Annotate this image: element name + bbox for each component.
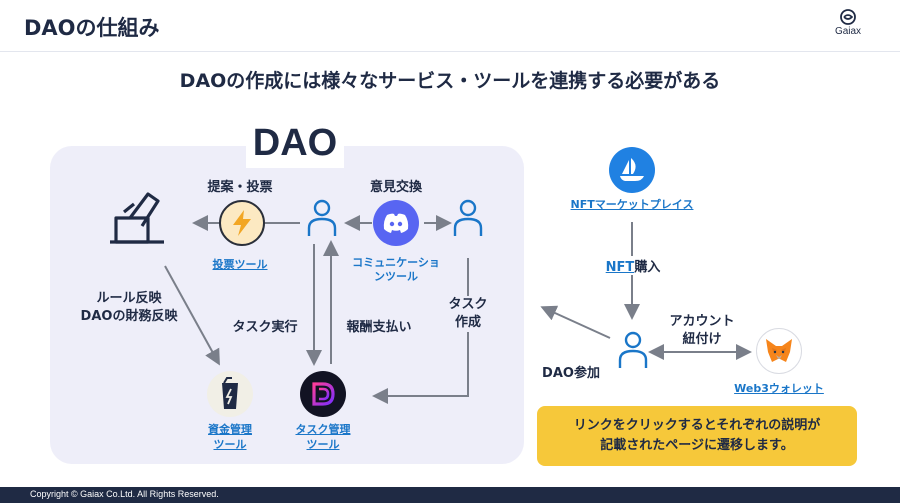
slide-subtitle: DAOの作成には様々なサービス・ツールを連携する必要がある xyxy=(179,70,721,92)
task-d-icon xyxy=(312,382,335,406)
lightning-icon xyxy=(233,210,251,236)
arrow-dao-join xyxy=(540,305,611,339)
fund-tool-link[interactable]: 資金管理 ツール xyxy=(190,422,270,452)
gaiax-logo-icon xyxy=(840,9,856,25)
web3-wallet-link[interactable]: Web3ウォレット xyxy=(734,382,824,395)
person-icon xyxy=(307,199,337,236)
rule-reflect-label: ルール反映 DAOの財務反映 xyxy=(64,290,194,326)
task-tool-link-line1[interactable]: タスク管理 xyxy=(295,423,351,436)
dao-join-label: DAO参加 xyxy=(542,366,600,381)
footer-bar: Copyright © Gaiax Co.Ltd. All Rights Res… xyxy=(0,487,900,503)
communication-tool-link-text[interactable]: コミュニケーションツール xyxy=(352,256,440,283)
nft-buy-label: NFT購入 xyxy=(598,256,668,275)
account-link-label: アカウント 紐付け xyxy=(660,313,744,349)
instruction-note: リンクをクリックするとそれぞれの説明が 記載されたページに遷移します。 xyxy=(537,406,857,466)
note-line1: リンクをクリックするとそれぞれの説明が xyxy=(573,418,821,433)
voting-tool-link[interactable]: 投票ツール xyxy=(212,258,268,271)
copyright-text: Copyright © Gaiax Co.Ltd. All Rights Res… xyxy=(30,489,219,499)
task-tool-icon[interactable] xyxy=(300,371,346,417)
metamask-fox-icon xyxy=(766,339,792,362)
task-exec-label: タスク実行 xyxy=(232,320,298,335)
dao-title-background xyxy=(246,124,344,168)
ballot-box-icon xyxy=(110,192,164,244)
reward-label: 報酬支払い xyxy=(346,320,412,335)
logo-text: Gaiax xyxy=(834,26,862,37)
task-tool-link-line2[interactable]: ツール xyxy=(306,438,340,451)
wallet-cup-icon xyxy=(222,377,238,409)
page-title: DAOの仕組み xyxy=(24,16,160,40)
task-tool-link[interactable]: タスク管理 ツール xyxy=(283,422,363,452)
person-icon xyxy=(618,331,648,368)
header-bar: DAOの仕組み Gaiax xyxy=(0,0,900,52)
task-create-label: タスク 作成 xyxy=(436,296,500,332)
arrow-rule-reflect xyxy=(164,265,220,366)
fund-tool-link-line2[interactable]: ツール xyxy=(213,438,247,451)
account-link-line2: 紐付け xyxy=(682,332,722,347)
gaiax-logo: Gaiax xyxy=(826,8,870,46)
fund-tool-link-line1[interactable]: 資金管理 xyxy=(208,423,252,436)
rule-reflect-line1: ルール反映 xyxy=(96,291,162,306)
nft-buy-suffix: 購入 xyxy=(634,260,661,275)
communication-tool-link[interactable]: コミュニケーションツール xyxy=(334,256,458,284)
note-line2: 記載されたページに遷移します。 xyxy=(600,438,794,453)
opinion-exchange-label: 意見交換 xyxy=(369,180,422,195)
rule-reflect-line2: DAOの財務反映 xyxy=(80,309,178,324)
task-create-line2: 作成 xyxy=(454,315,481,330)
person-icon xyxy=(453,199,483,236)
account-link-line1: アカウント xyxy=(669,314,735,329)
nft-marketplace-link[interactable]: NFTマーケットプレイス xyxy=(570,198,694,211)
task-create-line1: タスク xyxy=(448,297,488,312)
dao-title: DAO xyxy=(252,122,338,164)
opensea-ship-icon xyxy=(620,158,644,181)
discord-glyph-icon xyxy=(383,213,409,233)
nft-buy-link[interactable]: NFT xyxy=(605,260,635,275)
proposal-vote-label: 提案・投票 xyxy=(207,180,273,195)
